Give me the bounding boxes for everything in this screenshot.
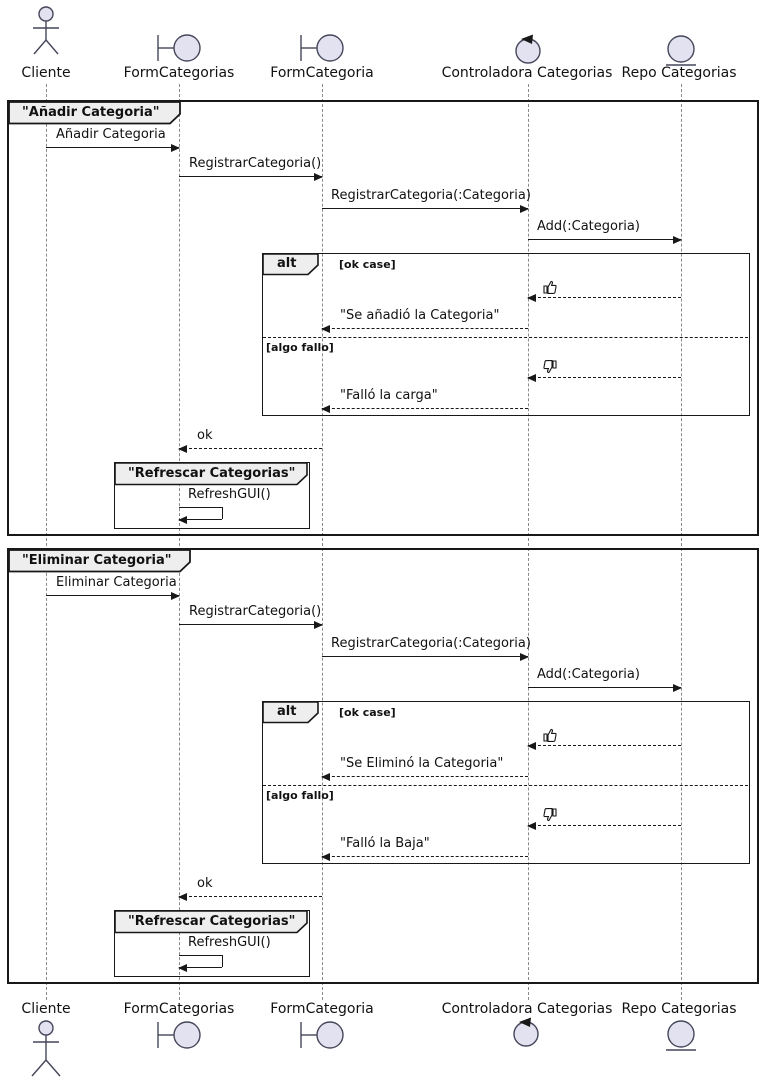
group-refrescar-categorias: "Refrescar Categorias" bbox=[114, 910, 310, 977]
thumbs-down-icon bbox=[542, 807, 558, 823]
participant-label-cliente: Cliente bbox=[21, 1001, 71, 1017]
message-arrow bbox=[179, 621, 323, 629]
message-arrow bbox=[46, 144, 180, 152]
boundary-icon bbox=[156, 1020, 204, 1050]
control-icon bbox=[511, 1017, 541, 1047]
return-arrow bbox=[321, 325, 528, 333]
participant-label-controladora: Controladora Categorias bbox=[441, 65, 613, 81]
control-icon bbox=[513, 34, 543, 64]
alt-divider bbox=[263, 785, 748, 786]
alt-fragment: alt [ok case] [algo fallo] bbox=[262, 701, 750, 864]
message-label: ok bbox=[197, 428, 213, 443]
return-arrow bbox=[321, 853, 528, 861]
frame-title: "Eliminar Categoria" bbox=[22, 553, 172, 568]
message-label: Add(:Categoria) bbox=[537, 667, 640, 682]
message-label: "Se añadió la Categoria" bbox=[340, 308, 500, 323]
self-message-bottom bbox=[178, 516, 222, 524]
participant-label-formcategoria: FormCategoria bbox=[270, 1001, 374, 1017]
alt-operator: alt bbox=[277, 704, 297, 719]
boundary-icon bbox=[156, 33, 204, 63]
message-label: RefreshGUI() bbox=[188, 935, 271, 950]
lifeline-formcategoria bbox=[322, 84, 323, 1000]
return-arrow bbox=[527, 742, 681, 750]
message-arrow bbox=[528, 684, 682, 692]
message-label: RegistrarCategoria() bbox=[189, 604, 322, 619]
participant-label-controladora: Controladora Categorias bbox=[441, 1001, 613, 1017]
participant-label-repo: Repo Categorias bbox=[621, 65, 737, 81]
lifeline-cliente bbox=[46, 84, 47, 1000]
self-message-side bbox=[222, 955, 223, 967]
message-label: Add(:Categoria) bbox=[537, 219, 640, 234]
return-arrow bbox=[321, 773, 528, 781]
participant-label-cliente: Cliente bbox=[21, 65, 71, 81]
lifeline-controladora-categorias bbox=[528, 84, 529, 1000]
alt-divider bbox=[263, 337, 748, 338]
self-message-bottom bbox=[178, 964, 222, 972]
message-arrow bbox=[322, 653, 529, 661]
actor-icon bbox=[28, 4, 64, 60]
participant-label-repo: Repo Categorias bbox=[621, 1001, 737, 1017]
message-label: RegistrarCategoria(:Categoria) bbox=[331, 188, 531, 203]
participant-label-formcategorias: FormCategorias bbox=[123, 65, 235, 81]
message-label: Añadir Categoria bbox=[56, 127, 166, 142]
alt-operator: alt bbox=[277, 256, 297, 271]
return-arrow bbox=[527, 374, 681, 382]
message-arrow bbox=[528, 236, 682, 244]
thumbs-down-icon bbox=[542, 359, 558, 375]
lifeline-repo-categorias bbox=[681, 84, 682, 1000]
message-label: "Falló la Baja" bbox=[340, 836, 430, 851]
message-arrow bbox=[179, 173, 323, 181]
group-refrescar-categorias: "Refrescar Categorias" bbox=[114, 462, 310, 529]
frame-title: "Añadir Categoria" bbox=[22, 105, 160, 120]
message-label: "Falló la carga" bbox=[340, 388, 438, 403]
self-message-side bbox=[222, 507, 223, 519]
alt-fragment: alt [ok case] [algo fallo] bbox=[262, 253, 750, 416]
message-label: ok bbox=[197, 876, 213, 891]
boundary-icon bbox=[299, 1020, 347, 1050]
boundary-icon bbox=[299, 33, 347, 63]
return-arrow bbox=[178, 893, 322, 901]
entity-icon bbox=[665, 1020, 697, 1053]
message-arrow bbox=[322, 205, 529, 213]
return-arrow bbox=[527, 822, 681, 830]
participant-label-formcategorias: FormCategorias bbox=[123, 1001, 235, 1017]
alt-guard-ok: [ok case] bbox=[339, 258, 396, 271]
thumbs-up-icon bbox=[542, 279, 558, 295]
return-arrow bbox=[527, 294, 681, 302]
entity-icon bbox=[665, 34, 697, 67]
frame-eliminar-categoria: "Eliminar Categoria" bbox=[7, 548, 759, 984]
lifeline-formcategorias bbox=[179, 84, 180, 1000]
group-title: "Refrescar Categorias" bbox=[128, 466, 296, 481]
alt-guard-fail: [algo fallo] bbox=[266, 341, 334, 354]
alt-guard-ok: [ok case] bbox=[339, 706, 396, 719]
message-label: Eliminar Categoria bbox=[56, 575, 177, 590]
alt-guard-fail: [algo fallo] bbox=[266, 789, 334, 802]
self-message-top bbox=[179, 507, 222, 508]
message-label: RegistrarCategoria(:Categoria) bbox=[331, 636, 531, 651]
thumbs-up-icon bbox=[542, 727, 558, 743]
message-label: RefreshGUI() bbox=[188, 487, 271, 502]
message-label: "Se Eliminó la Categoria" bbox=[340, 756, 504, 771]
return-arrow bbox=[321, 405, 528, 413]
group-title: "Refrescar Categorias" bbox=[128, 914, 296, 929]
message-label: RegistrarCategoria() bbox=[189, 156, 322, 171]
participant-label-formcategoria: FormCategoria bbox=[270, 65, 374, 81]
self-message-top bbox=[179, 955, 222, 956]
message-arrow bbox=[46, 592, 180, 600]
frame-anadir-categoria: "Añadir Categoria" bbox=[7, 100, 759, 536]
return-arrow bbox=[178, 445, 322, 453]
actor-icon bbox=[28, 1018, 64, 1082]
